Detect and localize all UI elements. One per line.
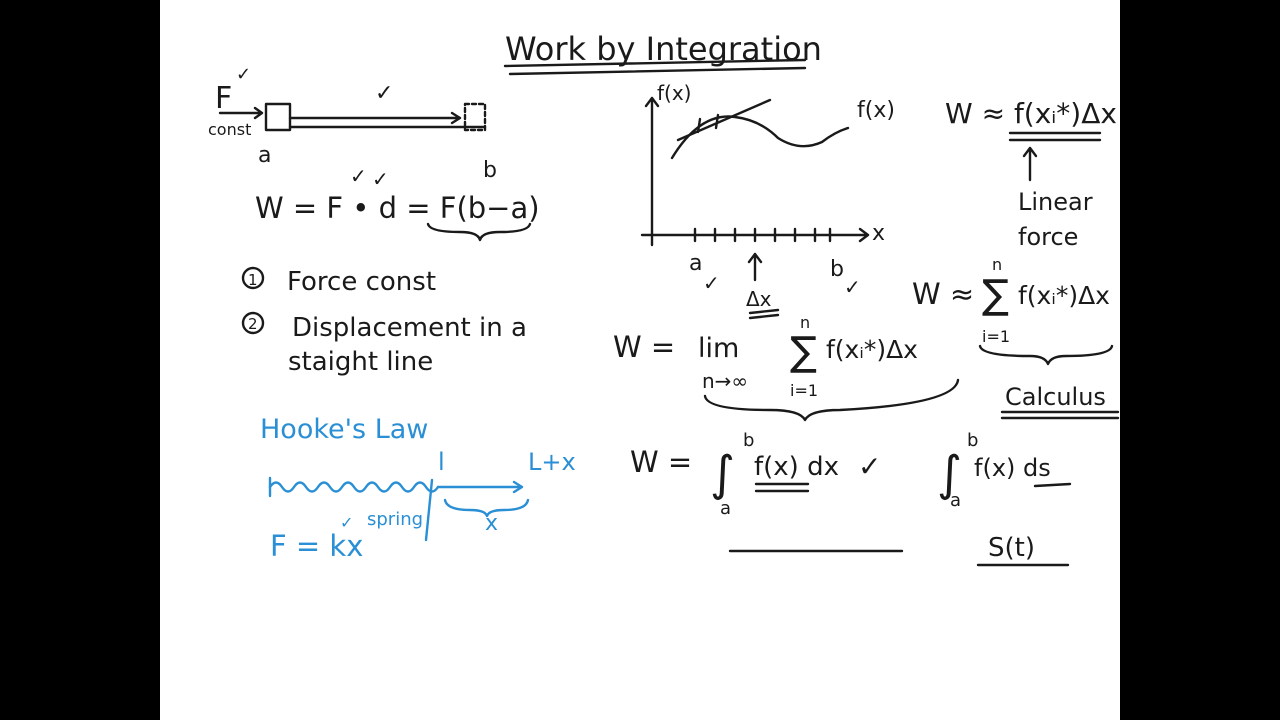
integral-lower-limit: a xyxy=(720,498,731,519)
length-l-label: l xyxy=(438,448,445,476)
position-function: S(t) xyxy=(988,533,1035,563)
curve-tick xyxy=(696,113,720,134)
condition-2-line2: staight line xyxy=(288,347,433,377)
extension-x-label: x xyxy=(485,511,498,536)
approx-underline xyxy=(1008,131,1102,142)
extension-brace xyxy=(443,498,530,518)
condition-1: Force const xyxy=(287,267,436,297)
check-mark: ✓ xyxy=(350,164,367,188)
graph-x-label: x xyxy=(872,221,885,246)
title-underline-2 xyxy=(508,66,807,76)
point-a-label: a xyxy=(258,143,271,168)
extension-arrow xyxy=(436,480,524,494)
integral-upper-limit: b xyxy=(743,430,754,451)
function-curve xyxy=(670,115,850,160)
title-underline-1 xyxy=(503,58,807,68)
whiteboard-canvas: Work by Integration F ✓ const ✓ a b ✓ ✓ … xyxy=(208,30,1120,567)
number-circle xyxy=(241,266,265,290)
point-b-label: b xyxy=(483,158,497,183)
linear-label: Linear xyxy=(1018,188,1093,216)
graph-y-label: f(x) xyxy=(657,81,691,105)
spring-label: spring xyxy=(367,509,423,530)
path-integral-expression: f(x) ds xyxy=(974,454,1051,482)
force-arrow xyxy=(218,106,264,120)
integrand-underline xyxy=(754,482,810,493)
spring xyxy=(268,481,440,493)
hookes-law-title: Hooke's Law xyxy=(260,414,428,445)
riemann-sum-w: W ≈ xyxy=(912,277,974,311)
condition-number: 2 xyxy=(248,315,258,333)
sum-upper-limit: n xyxy=(800,313,810,332)
check-mark: ✓ xyxy=(375,81,393,106)
partition-ticks xyxy=(693,227,832,243)
length-l-plus-x-label: L+x xyxy=(528,448,576,476)
brace xyxy=(426,222,532,242)
integral-expression: f(x) dx xyxy=(754,452,839,482)
block-start xyxy=(264,102,292,132)
check-mark: ✓ xyxy=(372,167,389,191)
block-end xyxy=(463,102,487,132)
integral-lower-limit: a xyxy=(950,490,961,511)
sigma-symbol: ∑ xyxy=(790,329,817,375)
condition-number: 1 xyxy=(248,271,258,289)
number-circle xyxy=(241,311,265,335)
sum-brace xyxy=(978,344,1114,366)
check-mark: ✓ xyxy=(703,271,720,295)
calculus-underline xyxy=(1000,410,1120,420)
limit-w: W = xyxy=(613,330,675,364)
work-equation: W = F • d = F(b−a) xyxy=(255,191,540,225)
force-label: F xyxy=(215,81,232,116)
condition-2-line1: Displacement in a xyxy=(292,313,527,343)
sigma-symbol: ∑ xyxy=(982,272,1009,318)
linear-force-arrow xyxy=(1022,146,1038,182)
graph-b-label: b xyxy=(830,257,844,282)
delta-x-underline xyxy=(748,308,780,320)
integral-w: W = xyxy=(630,445,692,479)
check-mark: ✓ xyxy=(858,450,881,483)
limit-label: lim xyxy=(698,333,739,364)
graph-y-axis xyxy=(644,96,660,247)
const-label: const xyxy=(208,120,251,139)
check-mark: ✓ xyxy=(844,275,861,299)
tangent-line xyxy=(676,98,772,142)
hookes-law-formula: F = kx xyxy=(270,529,363,563)
limit-sum-expression: f(xᵢ*)Δx xyxy=(826,335,918,364)
ds-underline xyxy=(1033,482,1072,488)
calculus-label: Calculus xyxy=(1005,383,1106,411)
sum-expression: f(xᵢ*)Δx xyxy=(1018,281,1110,310)
sum-lower-limit: i=1 xyxy=(982,327,1010,346)
spring-pointer xyxy=(424,478,434,542)
force-label: force xyxy=(1018,223,1078,251)
curve-label: f(x) xyxy=(857,98,895,123)
delta-x-arrow xyxy=(747,252,763,282)
integral-symbol: ∫ xyxy=(937,446,962,502)
delta-x-label: Δx xyxy=(746,287,772,311)
sum-lower-limit: i=1 xyxy=(790,381,818,400)
limit-brace xyxy=(703,378,960,422)
integral-symbol: ∫ xyxy=(710,446,735,502)
limit-subscript: n→∞ xyxy=(702,369,748,393)
check-mark: ✓ xyxy=(236,64,251,85)
sum-upper-limit: n xyxy=(992,255,1002,274)
check-mark: ✓ xyxy=(340,513,353,532)
work-approximation: W ≈ f(xᵢ*)Δx xyxy=(945,97,1117,130)
integral-upper-limit: b xyxy=(967,430,978,451)
displacement-arrow xyxy=(288,111,487,129)
graph-a-label: a xyxy=(689,251,702,276)
whiteboard: Work by Integration F ✓ const ✓ a b ✓ ✓ … xyxy=(160,0,1120,720)
